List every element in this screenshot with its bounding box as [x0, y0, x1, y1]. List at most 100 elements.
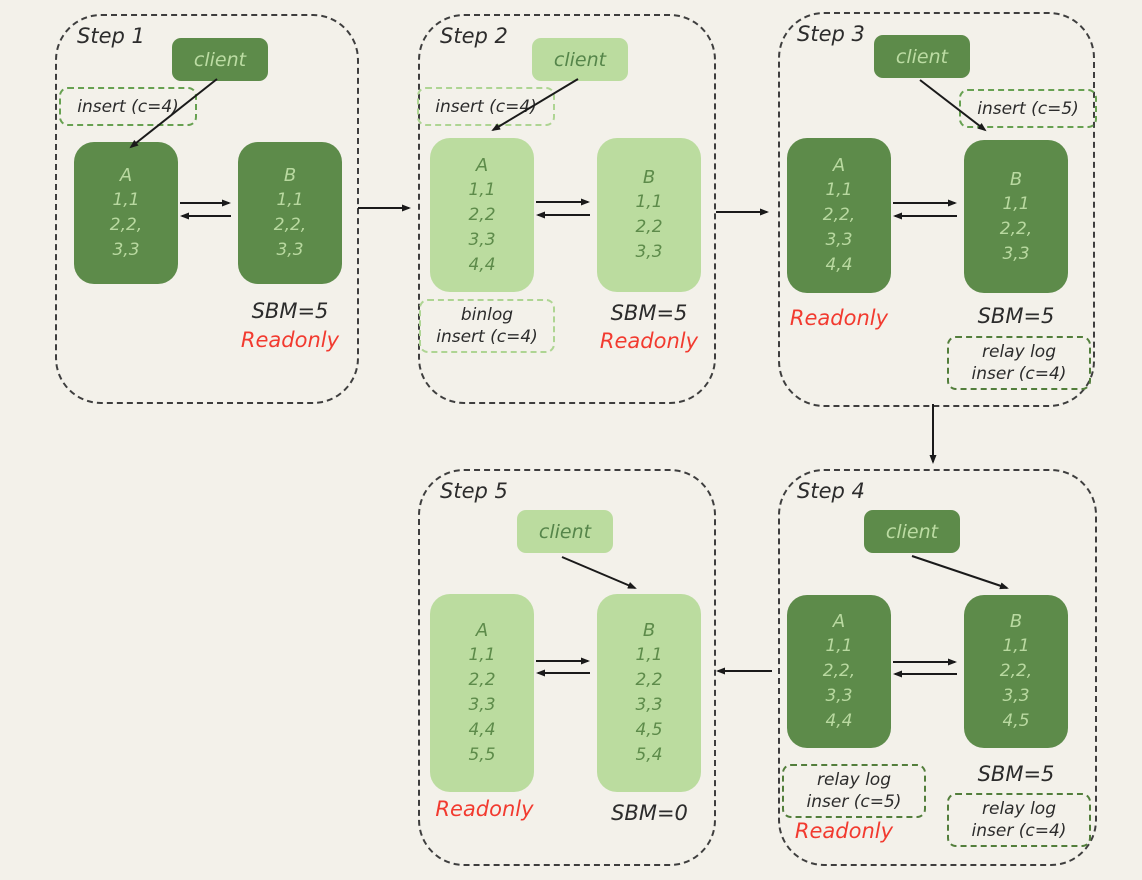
step-2-binlog-tag: binlog insert (c=4) — [419, 299, 555, 353]
relay-tag-line-2: inser (c=4) — [971, 821, 1067, 841]
step-2-node-a: A 1,1 2,2 3,3 4,4 — [430, 138, 534, 292]
step-1-sbm-label: SBM=5 — [251, 299, 329, 323]
step-1-client-node: client — [172, 38, 268, 81]
node-row: 2,2, — [273, 215, 307, 235]
node-row: 1,1 — [1002, 636, 1030, 656]
node-row: 5,5 — [468, 745, 496, 765]
node-row: 2,2 — [468, 670, 496, 690]
node-row: 2,2, — [822, 661, 856, 681]
relay-tag-line-1: relay log — [982, 799, 1056, 819]
node-row: 3,3 — [276, 240, 304, 260]
step-5-node-b: B 1,1 2,2 3,3 4,5 5,4 — [597, 594, 701, 792]
node-row: 1,1 — [1002, 193, 1030, 214]
node-a-title: A — [832, 611, 846, 632]
step-3-client-node: client — [874, 35, 970, 78]
node-row: 5,4 — [635, 745, 663, 765]
step-3-readonly-label: Readonly — [789, 306, 889, 330]
node-row: 4,4 — [825, 711, 853, 731]
binlog-tag-line-1: binlog — [460, 305, 514, 325]
step-4-node-a: A 1,1 2,2, 3,3 4,4 — [787, 595, 891, 748]
node-row: 1,1 — [468, 645, 496, 665]
node-a-title: A — [119, 165, 133, 186]
node-row: 2,2, — [999, 218, 1033, 239]
node-row: 2,2, — [822, 205, 856, 225]
relay-tag-line-2: inser (c=5) — [806, 792, 902, 812]
step-2-container: Step 2 client insert (c=4) A 1,1 2,2 3,3… — [417, 14, 716, 404]
node-b-title: B — [283, 165, 297, 186]
step-5-readonly-label: Readonly — [435, 797, 534, 821]
step-2-insert-tag: insert (c=4) — [417, 87, 555, 126]
node-row: 1,1 — [825, 636, 853, 656]
node-row: 1,1 — [635, 645, 663, 665]
relay-tag-line-2: inser (c=4) — [971, 364, 1067, 384]
node-row: 2,2, — [109, 215, 143, 235]
node-row: 1,1 — [825, 180, 853, 200]
node-b-title: B — [642, 620, 656, 641]
step-1-insert-tag-text: insert (c=4) — [77, 96, 179, 117]
node-row: 2,2 — [468, 204, 496, 225]
node-a-title: A — [475, 620, 489, 641]
binlog-tag-line-2: insert (c=4) — [436, 327, 538, 347]
step-5-label: Step 5 — [440, 479, 508, 503]
step-2-insert-tag-text: insert (c=4) — [435, 96, 537, 117]
node-row: 3,3 — [1002, 243, 1030, 264]
step-4-container: Step 4 client A 1,1 2,2, 3,3 4,4 B 1,1 2… — [778, 469, 1097, 866]
step-5-client-node: client — [517, 510, 613, 553]
step-4-label: Step 4 — [797, 479, 865, 503]
node-b-title: B — [1009, 611, 1023, 632]
step-2-label: Step 2 — [440, 24, 508, 48]
node-row: 4,4 — [468, 720, 496, 740]
node-row: 2,2, — [999, 661, 1033, 681]
step-3-container: Step 3 client insert (c=5) A 1,1 2,2, 3,… — [778, 12, 1097, 407]
node-a-title: A — [475, 154, 489, 176]
step-2-client-node: client — [532, 38, 628, 81]
node-row: 1,1 — [112, 190, 140, 210]
step-4-relay-log-tag-b: relay log inser (c=4) — [947, 793, 1091, 847]
node-row: 1,1 — [635, 192, 663, 212]
step-2-node-b: B 1,1 2,2 3,3 — [597, 138, 701, 292]
step-1-insert-tag: insert (c=4) — [59, 87, 197, 126]
node-row: 3,3 — [635, 242, 663, 262]
step-5-node-a: A 1,1 2,2 3,3 4,4 5,5 — [430, 594, 534, 792]
step-1-readonly-label: Readonly — [240, 328, 340, 352]
node-b-title: B — [1009, 168, 1023, 190]
relay-tag-line-1: relay log — [817, 770, 891, 790]
node-row: 3,3 — [825, 230, 853, 250]
node-row: 3,3 — [468, 229, 496, 250]
step-3-insert-tag-text: insert (c=5) — [977, 98, 1079, 119]
node-row: 4,5 — [1002, 711, 1030, 731]
step-3-node-a: A 1,1 2,2, 3,3 4,4 — [787, 138, 891, 293]
node-row: 3,3 — [635, 695, 663, 715]
step-4-sbm-label: SBM=5 — [977, 762, 1055, 786]
step-3-node-b: B 1,1 2,2, 3,3 — [964, 140, 1068, 293]
node-row: 2,2 — [635, 217, 663, 237]
step-3-relay-log-tag: relay log inser (c=4) — [947, 336, 1091, 390]
step-4-node-b: B 1,1 2,2, 3,3 4,5 — [964, 595, 1068, 748]
node-row: 2,2 — [635, 670, 663, 690]
step-1-container: Step 1 client insert (c=4) A 1,1 2,2, 3,… — [55, 14, 359, 404]
step-3-sbm-label: SBM=5 — [977, 304, 1055, 328]
step-2-readonly-label: Readonly — [599, 329, 699, 353]
node-row: 4,5 — [635, 720, 663, 740]
node-a-title: A — [832, 155, 846, 176]
step-4-relay-log-tag-a: relay log inser (c=5) — [782, 764, 926, 818]
node-row: 3,3 — [1002, 686, 1030, 706]
step-2-sbm-label: SBM=5 — [610, 301, 688, 325]
relay-tag-line-1: relay log — [982, 342, 1056, 362]
node-row: 1,1 — [276, 190, 304, 210]
node-row: 4,4 — [825, 255, 853, 275]
step-5-container: Step 5 client A 1,1 2,2 3,3 4,4 5,5 B 1,… — [418, 469, 716, 866]
step-1-label: Step 1 — [77, 24, 145, 48]
step-4-client-node: client — [864, 510, 960, 553]
step-1-node-b: B 1,1 2,2, 3,3 — [238, 142, 342, 284]
node-b-title: B — [642, 167, 656, 188]
step-1-node-a: A 1,1 2,2, 3,3 — [74, 142, 178, 284]
node-row: 3,3 — [468, 695, 496, 715]
step-5-sbm-label: SBM=0 — [611, 801, 688, 825]
step-3-insert-tag: insert (c=5) — [959, 89, 1097, 128]
node-row: 4,4 — [468, 254, 496, 275]
step-3-label: Step 3 — [797, 22, 865, 46]
node-row: 1,1 — [468, 179, 496, 200]
node-row: 3,3 — [825, 686, 853, 706]
